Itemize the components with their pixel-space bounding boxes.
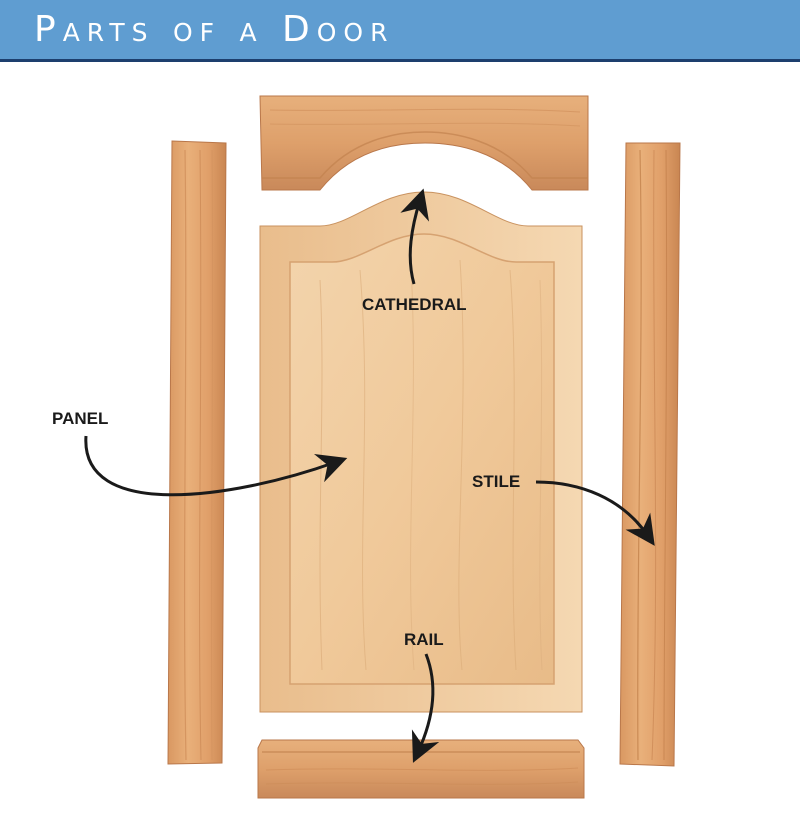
top-rail: [259, 95, 589, 191]
panel-label: PANEL: [52, 409, 108, 428]
door-parts-diagram: CATHEDRAL PANEL STILE RAIL: [52, 95, 681, 799]
annotation-arrows: [84, 188, 655, 763]
bottom-rail: [257, 739, 585, 799]
left-stile: [167, 140, 227, 765]
panel-arrow: [84, 435, 348, 497]
raised-panel: [259, 191, 583, 713]
right-stile: [619, 142, 681, 767]
cathedral-label: CATHEDRAL: [362, 295, 467, 314]
rail-arrow: [411, 653, 440, 763]
cathedral-arrow: [400, 188, 430, 285]
rail-label: RAIL: [404, 630, 444, 649]
title-banner: Parts of a Door: [0, 0, 800, 62]
stile-label: STILE: [472, 472, 520, 491]
page-title: Parts of a Door: [34, 9, 395, 50]
stile-arrow: [535, 480, 655, 546]
